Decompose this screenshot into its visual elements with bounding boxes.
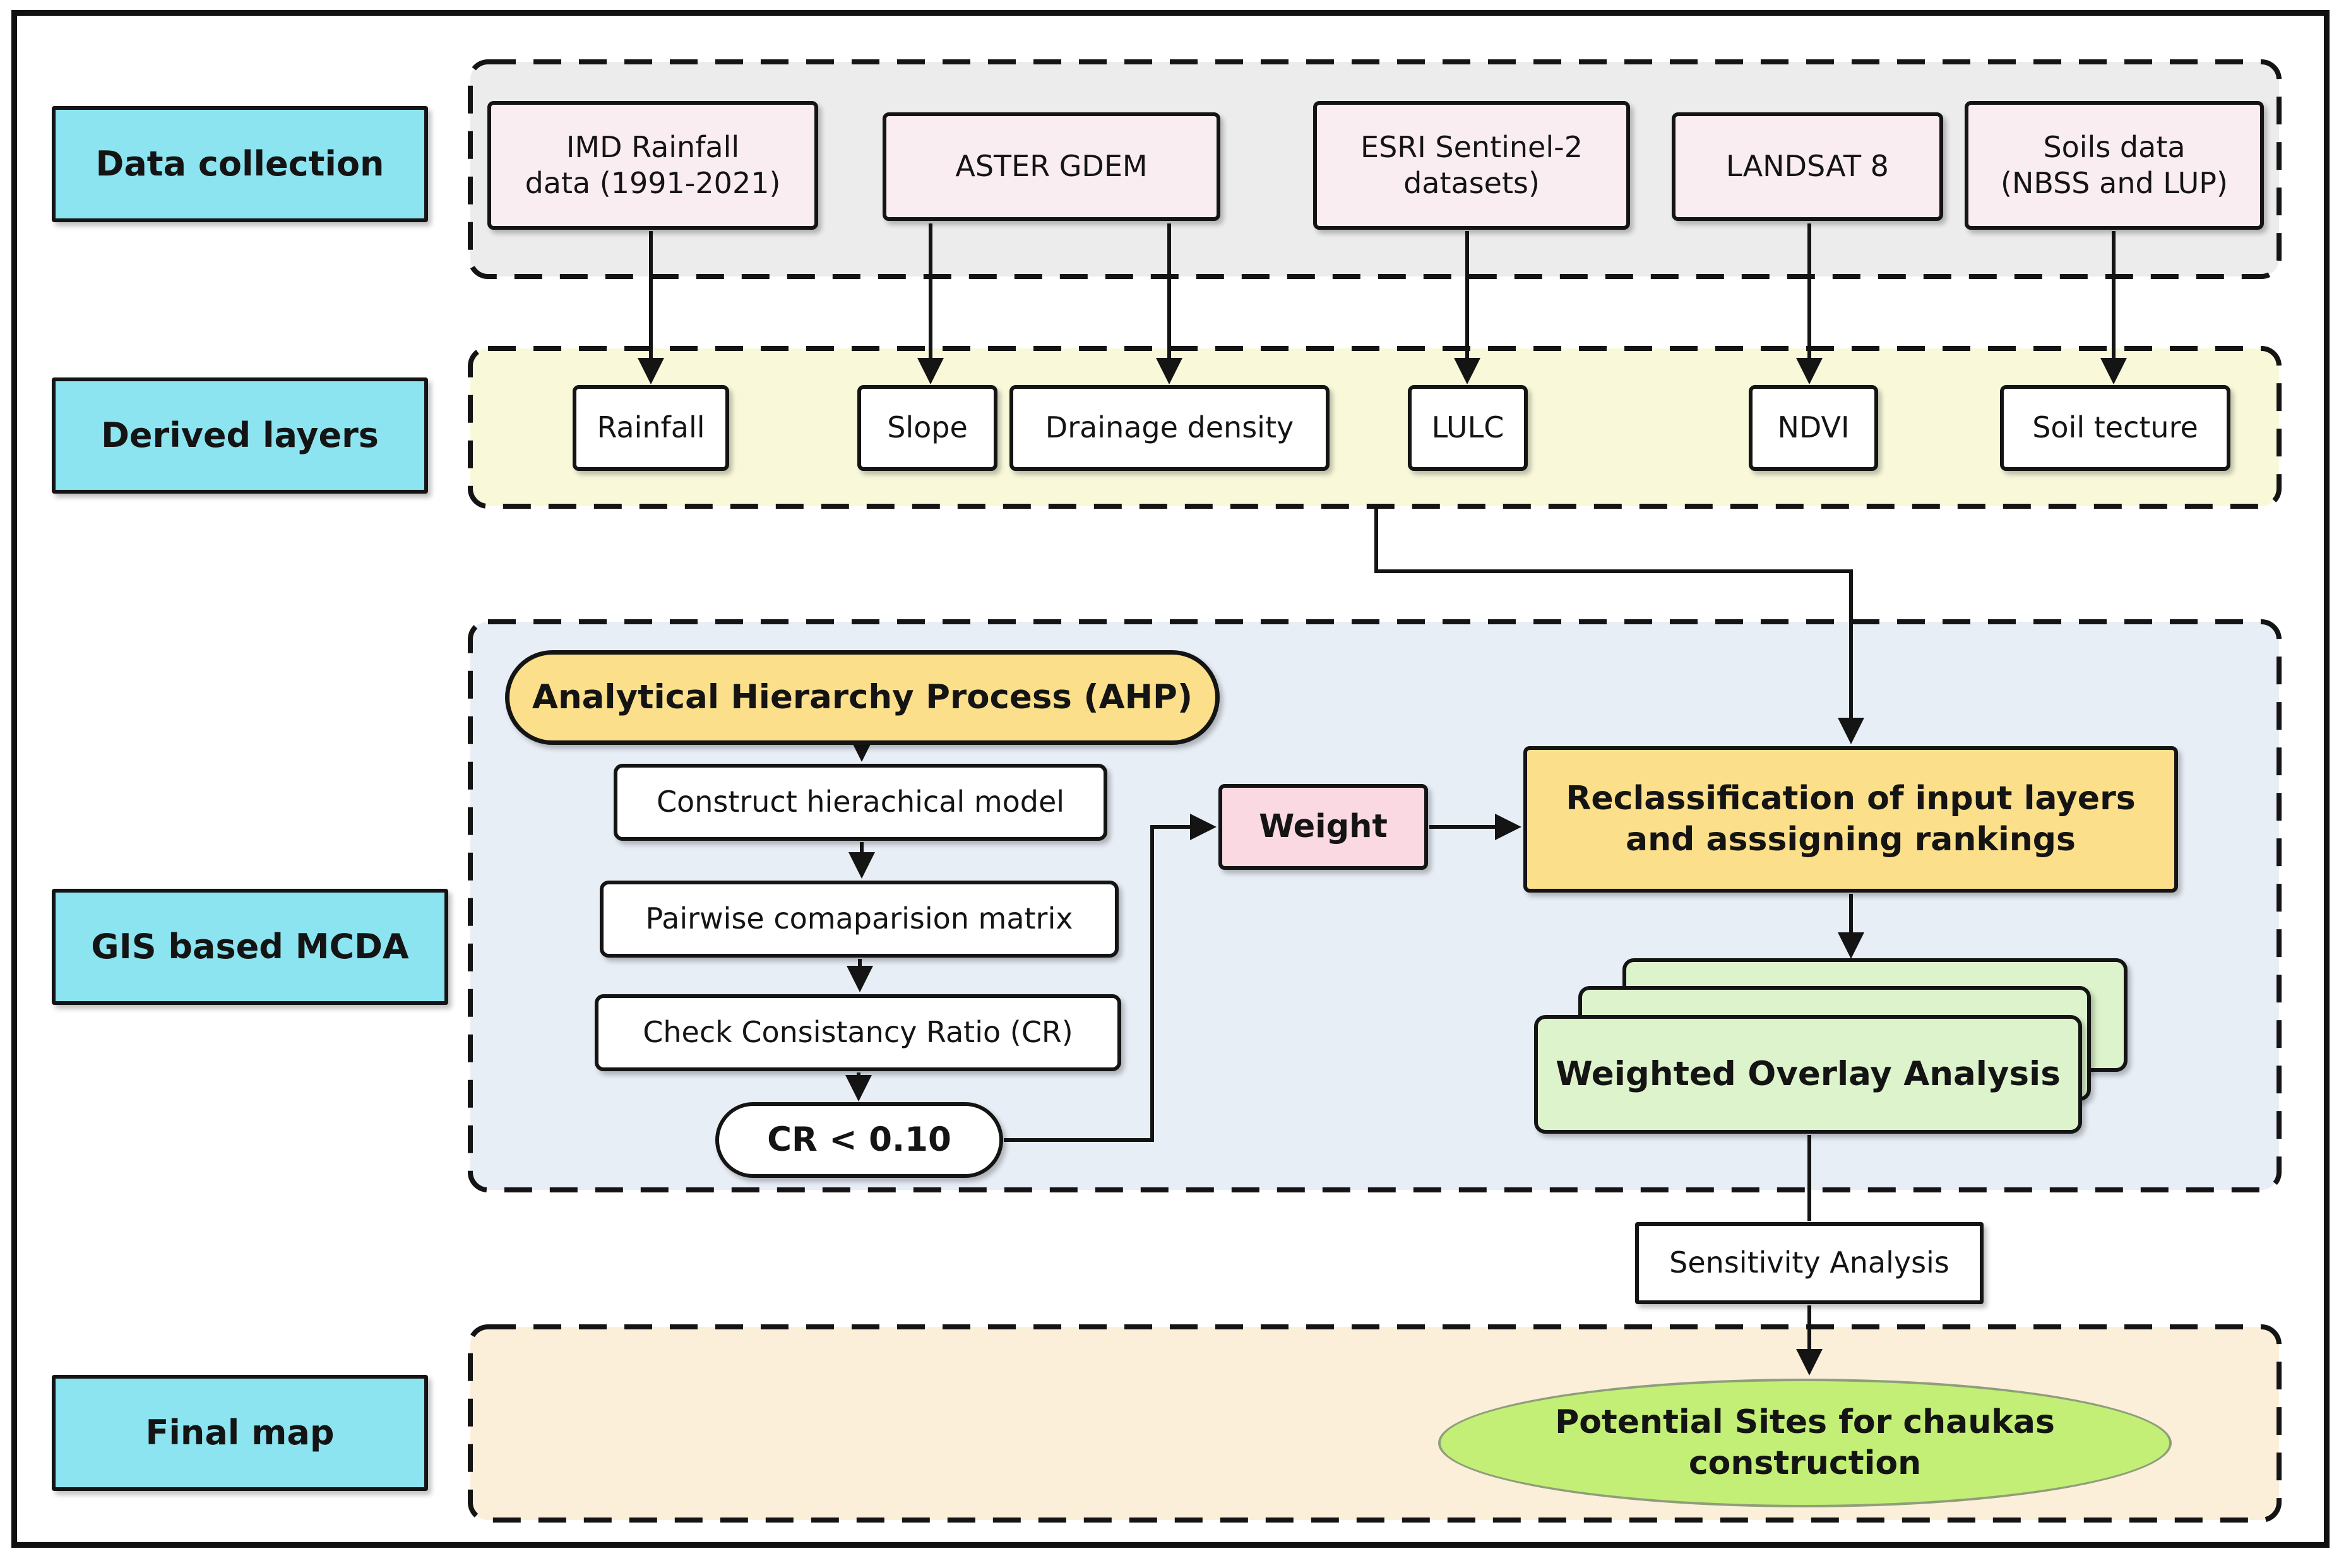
connector-derived-to-reclassification [1374,506,1864,744]
sensitivity-analysis-box: Sensitivity Analysis [1635,1222,1984,1304]
step-pairwise-matrix: Pairwise comaparision matrix [600,881,1119,958]
source-landsat8: LANDSAT 8 [1672,112,1943,221]
row-label-derived-layers: Derived layers [52,377,428,494]
row-label-gis-mcda: GIS based MCDA [52,889,448,1005]
cr-threshold-pill: CR < 0.10 [715,1102,1003,1178]
reclassification-box: Reclassification of input layers and ass… [1523,746,2178,893]
layer-soil-texture: Soil tecture [2000,385,2230,471]
layer-ndvi: NDVI [1749,385,1878,471]
layer-drainage-density: Drainage density [1009,385,1330,471]
source-imd-rainfall: IMD Rainfall data (1991-2021) [487,101,818,230]
ahp-process-pill: Analytical Hierarchy Process (AHP) [505,650,1220,745]
layer-slope: Slope [857,385,997,471]
step-construct-model: Construct hierachical model [614,764,1107,841]
row-label-final-map: Final map [52,1375,428,1491]
weighted-overlay-box: Weighted Overlay Analysis [1534,1015,2082,1134]
layer-rainfall: Rainfall [573,385,729,471]
step-check-cr: Check Consistancy Ratio (CR) [595,994,1121,1071]
weight-box: Weight [1218,784,1428,870]
connector-cr-to-weight [1004,814,1217,1142]
outer-border [11,10,2330,1548]
source-aster-gdem: ASTER GDEM [883,112,1220,221]
source-soils-data: Soils data (NBSS and LUP) [1965,101,2264,230]
layer-lulc: LULC [1408,385,1528,471]
potential-sites-ellipse: Potential Sites for chaukas construction [1438,1379,2172,1507]
source-esri-sentinel2: ESRI Sentinel-2 datasets) [1313,101,1630,230]
row-label-data-collection: Data collection [52,106,428,222]
